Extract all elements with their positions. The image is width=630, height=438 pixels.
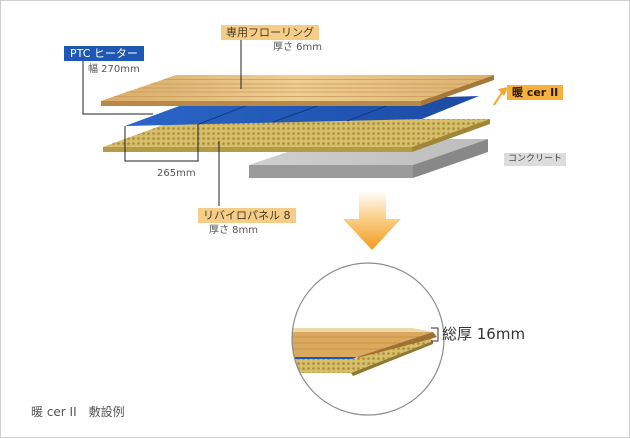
heater-width: 幅 270mm	[88, 64, 140, 75]
flooring-thickness: 厚さ 6mm	[273, 42, 323, 53]
down-arrow-icon	[343, 191, 401, 250]
leader-spacing	[124, 124, 199, 162]
spacing-dimension: 265mm	[157, 168, 196, 179]
panel-thickness: 厚さ 8mm	[209, 225, 259, 236]
flooring-tag: 専用フローリング	[221, 25, 319, 40]
diagram-caption: 暖 cer II 敷設例	[31, 405, 125, 419]
heater-tag: PTC ヒーター	[64, 46, 144, 61]
leader-heater	[82, 59, 153, 115]
panel-tag: リバイロパネル 8	[198, 208, 296, 223]
pointer-arrow-icon	[493, 87, 508, 106]
leader-lines	[82, 37, 242, 206]
flooring-layer	[101, 75, 494, 106]
total-thickness-label: 総厚 16mm	[442, 325, 526, 343]
product-tag: 暖 cer II	[507, 85, 564, 100]
concrete-tag: コンクリート	[504, 153, 567, 166]
total-thickness-bracket	[431, 327, 439, 342]
revairo-panel-layer	[103, 119, 490, 152]
cross-section-magnifier	[291, 262, 445, 416]
